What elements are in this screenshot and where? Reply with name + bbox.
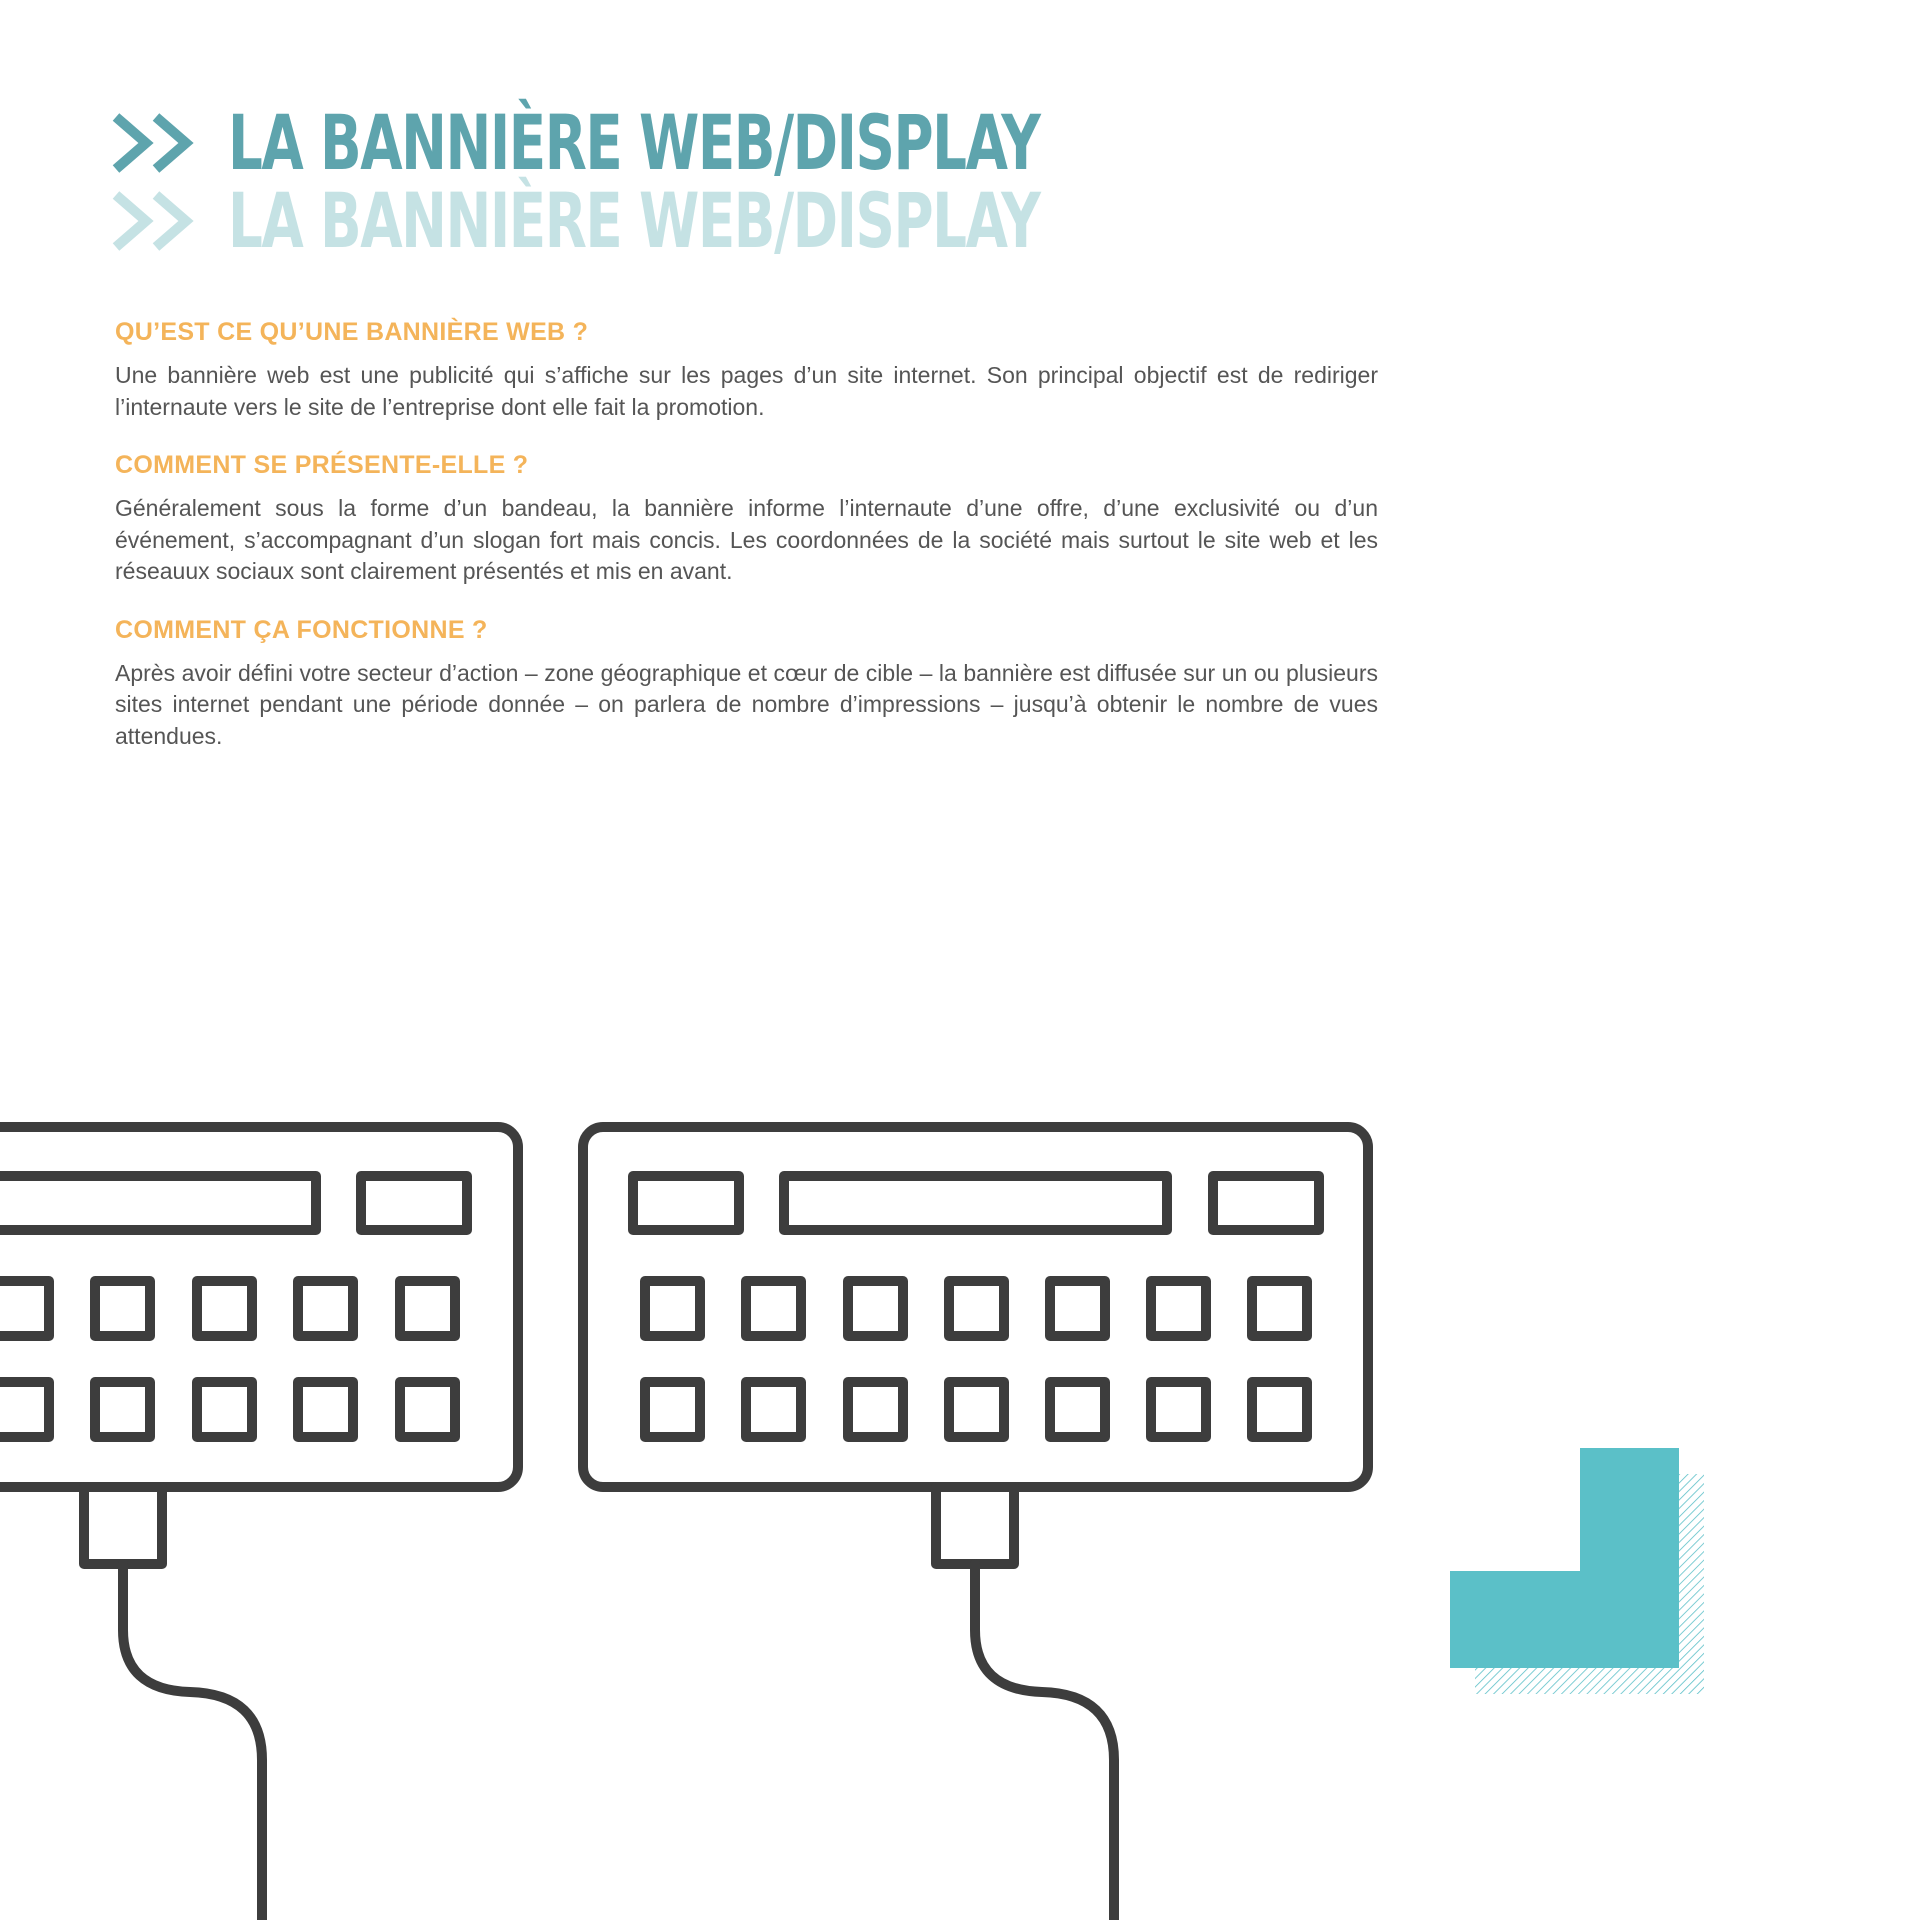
keyboard-connector [931,1482,1019,1569]
keyboard-icon-left [0,1122,523,1920]
keyboard-icon-right [578,1122,1373,1920]
section-what-is: QU’EST CE QU’UNE BANNIÈRE WEB ? Une bann… [115,312,1378,423]
keyboard-key [628,1171,744,1235]
keyboard-key [90,1276,155,1341]
keyboards-illustration [0,1122,1373,1920]
keyboard-key [1045,1276,1110,1341]
keyboard-key [1247,1276,1312,1341]
section-how-it-works: COMMENT ÇA FONCTIONNE ? Après avoir défi… [115,610,1378,753]
corner-block-icon [1450,1448,1704,1694]
section-heading: QU’EST CE QU’UNE BANNIÈRE WEB ? [115,318,589,346]
keyboard-cable [970,1559,1119,1920]
keyboard-key [0,1377,54,1442]
title-echo: LA BANNIÈRE WEB/DISPLAY [112,178,1355,264]
keyboard-key [843,1377,908,1442]
section-presentation: COMMENT SE PRÉSENTE-ELLE ? Généralement … [115,445,1378,588]
article-content: QU’EST CE QU’UNE BANNIÈRE WEB ? Une bann… [115,312,1378,774]
corner-block-solid [1450,1448,1679,1668]
keyboard-key [1208,1171,1324,1235]
double-chevron-icon [112,113,194,173]
title-primary: LA BANNIÈRE WEB/DISPLAY [112,100,1355,186]
keyboard-key [90,1377,155,1442]
keyboard-connector [79,1482,167,1569]
keyboard-long-key [779,1171,1172,1235]
keyboard-key [640,1377,705,1442]
title-text: LA BANNIÈRE WEB/DISPLAY [228,98,1041,187]
keyboard-key [944,1276,1009,1341]
keyboard-body [0,1122,523,1492]
keyboard-key [1045,1377,1110,1442]
keyboard-key [843,1276,908,1341]
keyboard-key [944,1377,1009,1442]
keyboard-key [293,1377,358,1442]
section-body: Généralement sous la forme d’un bandeau,… [115,495,1378,584]
keyboard-key [1247,1377,1312,1442]
keyboard-key [0,1276,54,1341]
keyboard-long-key [0,1171,321,1235]
page-title: LA BANNIÈRE WEB/DISPLAY LA BANNIÈRE WEB/… [112,100,1412,270]
double-chevron-echo-icon [112,191,194,251]
section-body: Après avoir défini votre secteur d’actio… [115,659,1378,749]
section-heading: COMMENT SE PRÉSENTE-ELLE ? [115,451,529,479]
keyboard-key [741,1276,806,1341]
section-body: Une bannière web est une publicité qui s… [115,362,1378,420]
keyboard-key [741,1377,806,1442]
keyboard-key [395,1276,460,1341]
keyboard-key [293,1276,358,1341]
keyboard-key [356,1171,472,1235]
keyboard-key [192,1276,257,1341]
keyboard-key [1146,1276,1211,1341]
keyboard-cable [118,1559,267,1920]
keyboard-key [395,1377,460,1442]
keyboard-key [640,1276,705,1341]
keyboard-key [192,1377,257,1442]
keyboard-key [1146,1377,1211,1442]
title-echo-text: LA BANNIÈRE WEB/DISPLAY [228,176,1041,265]
section-heading: COMMENT ÇA FONCTIONNE ? [115,615,488,644]
